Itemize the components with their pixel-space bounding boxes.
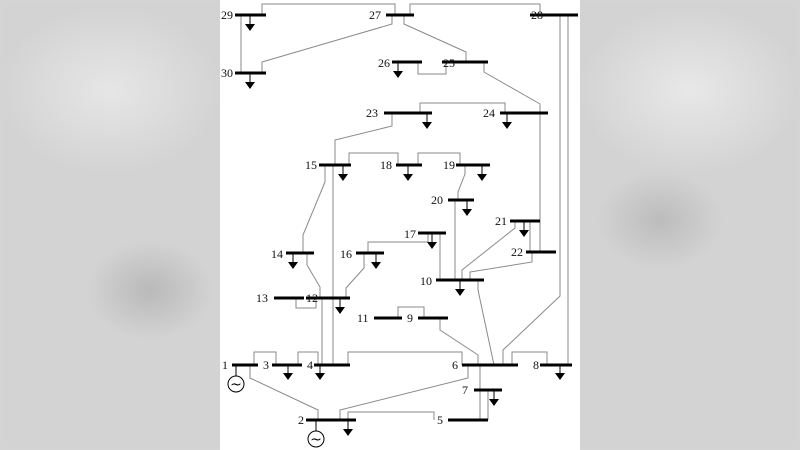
line-29-27 bbox=[261, 3, 396, 15]
line-26-25 bbox=[417, 62, 447, 75]
load-arrow-icon bbox=[283, 365, 293, 380]
load-arrow-icon bbox=[393, 62, 403, 78]
line-27-30 bbox=[261, 15, 393, 73]
transmission-lines bbox=[240, 3, 569, 420]
line-3-4 bbox=[297, 351, 319, 365]
load-arrow-icon bbox=[245, 73, 255, 89]
loads bbox=[245, 15, 565, 436]
bus-label-1: 1 bbox=[222, 358, 228, 372]
load-arrow-icon bbox=[455, 280, 465, 296]
load-arrow-icon bbox=[489, 390, 499, 406]
load-arrow-icon bbox=[245, 15, 255, 31]
line-16-17 bbox=[367, 233, 429, 253]
bus-label-13: 13 bbox=[256, 291, 268, 305]
line-4-6 bbox=[347, 351, 463, 365]
line-6-28 bbox=[502, 15, 561, 365]
bus-label-30: 30 bbox=[221, 66, 233, 80]
bus-bars bbox=[232, 13, 578, 422]
line-23-15 bbox=[334, 113, 393, 165]
line-6-8 bbox=[511, 351, 548, 365]
bus-label-8: 8 bbox=[533, 358, 539, 372]
line-25-24 bbox=[483, 62, 541, 113]
load-arrow-icon bbox=[288, 253, 298, 269]
bus-label-4: 4 bbox=[307, 358, 313, 372]
line-10-21 bbox=[461, 221, 516, 280]
bus-label-22: 22 bbox=[511, 245, 523, 259]
bus-label-16: 16 bbox=[340, 247, 352, 261]
load-arrow-icon bbox=[403, 165, 413, 181]
line-10-22 bbox=[469, 252, 533, 280]
load-arrow-icon bbox=[315, 365, 325, 380]
line-16-12 bbox=[345, 253, 365, 298]
generators: ~ ~ bbox=[227, 365, 325, 448]
line-23-24 bbox=[419, 102, 506, 113]
bus-label-9: 9 bbox=[407, 311, 413, 325]
line-10-6 bbox=[477, 280, 495, 366]
bus-label-14: 14 bbox=[271, 247, 283, 261]
line-19-20 bbox=[457, 165, 466, 200]
bus-label-24: 24 bbox=[483, 106, 495, 120]
generator-icon: ~ bbox=[307, 420, 325, 448]
line-27-28 bbox=[409, 3, 541, 15]
bus-label-20: 20 bbox=[431, 193, 443, 207]
line-9-11 bbox=[397, 306, 425, 318]
line-1-3 bbox=[253, 351, 277, 365]
line-14-12 bbox=[306, 253, 321, 298]
bus-label-29: 29 bbox=[221, 8, 233, 22]
bus-label-5: 5 bbox=[437, 413, 443, 427]
bus-label-17: 17 bbox=[404, 227, 416, 241]
line-18-19 bbox=[417, 152, 461, 165]
bus-label-25: 25 bbox=[443, 56, 455, 70]
line-1-2 bbox=[249, 365, 319, 420]
bus-label-26: 26 bbox=[378, 56, 390, 70]
bus-label-11: 11 bbox=[357, 311, 369, 325]
load-arrow-icon bbox=[427, 233, 437, 249]
load-arrow-icon bbox=[338, 165, 348, 181]
line-27-25 bbox=[403, 15, 467, 62]
line-2-5 bbox=[347, 411, 435, 420]
load-arrow-icon bbox=[555, 365, 565, 380]
bus-labels: 29 27 28 30 26 25 23 24 15 18 19 20 21 2… bbox=[221, 8, 543, 427]
line-9-6 bbox=[439, 318, 479, 365]
line-2-6 bbox=[339, 365, 469, 420]
load-arrow-icon bbox=[462, 200, 472, 216]
load-arrow-icon bbox=[502, 113, 512, 129]
bus-label-19: 19 bbox=[443, 158, 455, 172]
bus-label-21: 21 bbox=[495, 214, 507, 228]
line-13-12 bbox=[295, 298, 317, 309]
bus-label-7: 7 bbox=[462, 383, 468, 397]
load-arrow-icon bbox=[422, 113, 432, 129]
load-arrow-icon bbox=[371, 253, 381, 269]
load-arrow-icon bbox=[343, 420, 353, 436]
load-arrow-icon bbox=[519, 221, 529, 237]
load-arrow-icon bbox=[335, 298, 345, 314]
bus-label-23: 23 bbox=[366, 106, 378, 120]
bus-label-6: 6 bbox=[452, 358, 458, 372]
bus-label-15: 15 bbox=[305, 158, 317, 172]
generator-icon: ~ bbox=[227, 365, 245, 393]
bus-label-12: 12 bbox=[306, 291, 318, 305]
generator-symbol: ~ bbox=[230, 377, 242, 393]
bus-label-18: 18 bbox=[380, 158, 392, 172]
load-arrow-icon bbox=[477, 165, 487, 181]
bus-label-10: 10 bbox=[420, 274, 432, 288]
generator-symbol: ~ bbox=[310, 432, 322, 448]
line-15-18 bbox=[348, 152, 399, 165]
line-15-14 bbox=[302, 165, 326, 253]
bus-label-27: 27 bbox=[369, 8, 381, 22]
bus-label-2: 2 bbox=[298, 413, 304, 427]
bus-label-28: 28 bbox=[531, 8, 543, 22]
bus-label-3: 3 bbox=[263, 358, 269, 372]
